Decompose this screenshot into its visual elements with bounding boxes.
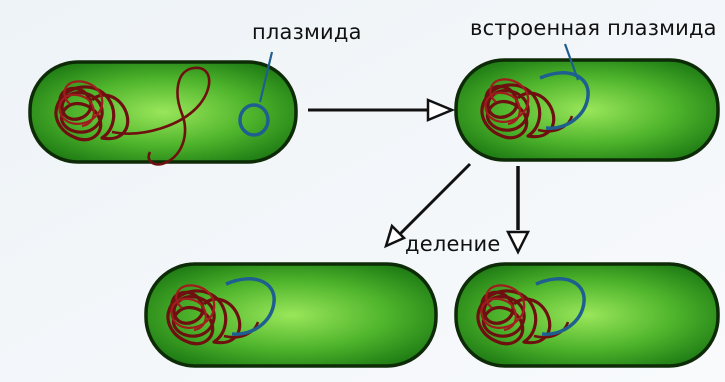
daughter-bacterium-right (456, 264, 718, 366)
plasmid-label: плазмида (252, 20, 362, 44)
integrated-plasmid-label: встроенная плазмида (470, 16, 717, 40)
daughter-bacterium-left (146, 264, 436, 366)
bacterium-with-free-plasmid (30, 62, 296, 164)
bacterium-with-integrated-plasmid (456, 60, 718, 160)
division-label: деление (405, 232, 500, 256)
